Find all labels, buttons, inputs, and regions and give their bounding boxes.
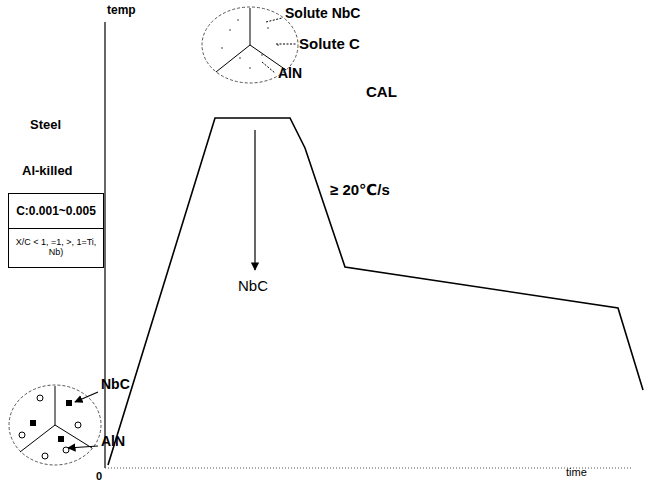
precipitate-label: NbC (101, 377, 130, 392)
leader-line (276, 44, 296, 45)
cooling-rate: ≥ 20℃/s (330, 182, 390, 199)
temp-axis (104, 22, 105, 468)
precipitate-label: NbC (238, 278, 268, 295)
solute-dots (221, 19, 279, 69)
steel-grade: Al-killed (22, 164, 73, 178)
leader-arrow (75, 392, 98, 402)
line-label: CAL (366, 84, 397, 101)
precipitate-grain (9, 385, 101, 465)
heat-cycle-curve (108, 118, 643, 465)
axis-label: temp (107, 4, 136, 17)
grain-outline (9, 385, 101, 465)
time-axis (105, 468, 632, 469)
precipitation-arrow (254, 130, 255, 270)
leader-line (262, 62, 275, 73)
solute-label: AlN (278, 66, 302, 81)
grain-boundary (55, 425, 92, 448)
grain-boundary (250, 8, 251, 45)
grain-boundary (55, 386, 56, 425)
aln-particles (19, 395, 81, 459)
grain-boundary (216, 45, 250, 72)
ratio-note: X/C < 1, =1, >, 1=Ti, Nb) (9, 229, 103, 267)
grain-boundary (20, 425, 55, 452)
carbon-range: C:0.001~0.005 (9, 194, 103, 229)
nbc-particles (30, 400, 72, 442)
axis-label: time (566, 466, 587, 478)
leader-arrow (68, 446, 98, 448)
leader-line (266, 18, 282, 22)
precipitate-label: AlN (101, 434, 125, 449)
composition-box: C:0.001~0.005X/C < 1, =1, >, 1=Ti, Nb) (8, 193, 104, 268)
solute-label: Solute C (299, 36, 360, 53)
steel-label: Steel (30, 118, 61, 132)
solute-label: Solute NbC (285, 6, 360, 21)
axis-origin: 0 (96, 470, 102, 482)
